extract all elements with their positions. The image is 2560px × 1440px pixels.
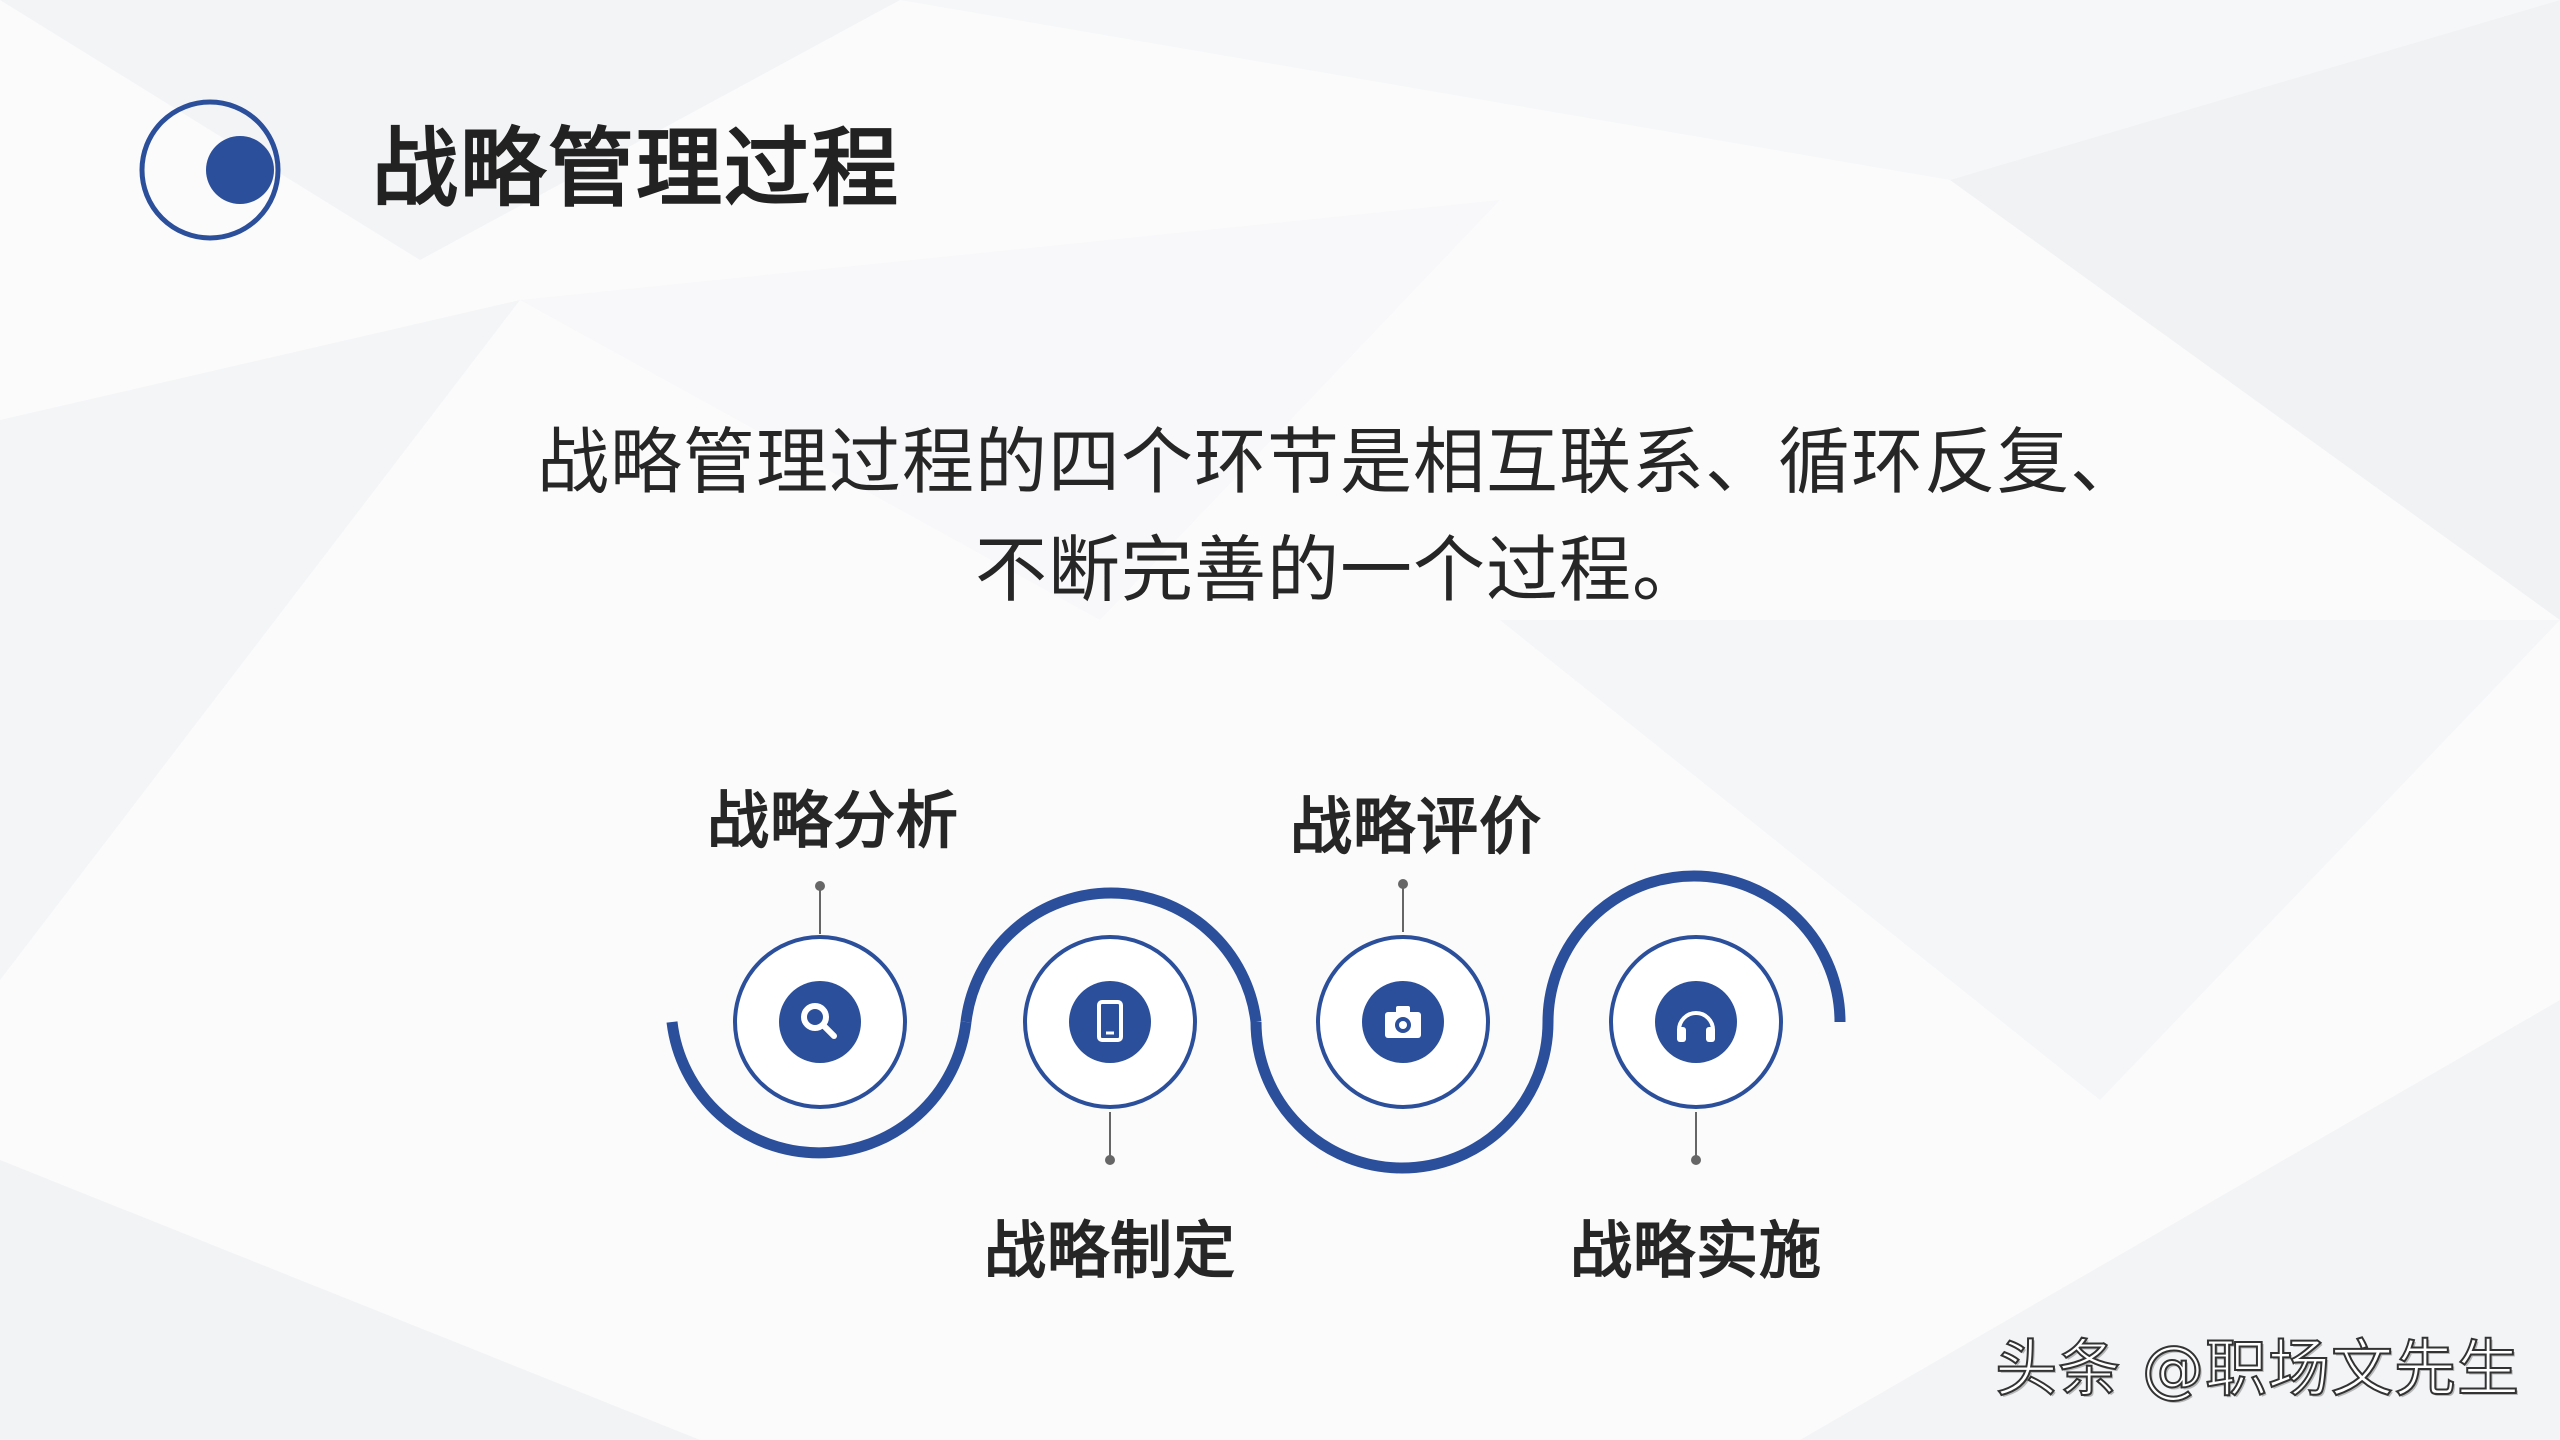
connector-1 bbox=[815, 881, 825, 934]
stage-node-2 bbox=[1023, 935, 1197, 1109]
watermark: 头条 @职场文先生 bbox=[1994, 1331, 2520, 1406]
page-title: 战略管理过程 bbox=[372, 119, 900, 219]
stage-label-analysis: 战略分析 bbox=[706, 784, 959, 857]
arc-2 bbox=[960, 887, 1262, 1023]
description-line-1: 战略管理过程的四个环节是相互联系、循环反复、 bbox=[536, 420, 2143, 504]
mobile-phone-icon bbox=[1097, 1000, 1123, 1042]
stage-node-1 bbox=[733, 935, 907, 1109]
stage-label-evaluation: 战略评价 bbox=[1289, 790, 1542, 863]
title-circle-icon bbox=[139, 99, 281, 241]
connector-4 bbox=[1691, 1112, 1701, 1165]
camera-icon bbox=[1385, 1006, 1421, 1038]
arc-1 bbox=[666, 1021, 972, 1159]
stage-label-implementation: 战略实施 bbox=[1569, 1214, 1822, 1287]
stage-label-formulation: 战略制定 bbox=[983, 1214, 1236, 1287]
search-icon bbox=[801, 1003, 837, 1039]
connector-2 bbox=[1105, 1112, 1115, 1165]
arc-4 bbox=[1542, 870, 1846, 1023]
headphones-icon bbox=[1677, 1011, 1715, 1042]
stage-node-3 bbox=[1316, 935, 1490, 1109]
description: 战略管理过程的四个环节是相互联系、循环反复、 不断完善的一个过程。 bbox=[520, 408, 2160, 624]
connector-3 bbox=[1398, 879, 1408, 932]
stage-node-4 bbox=[1609, 935, 1783, 1109]
description-line-2: 不断完善的一个过程。 bbox=[974, 528, 1705, 612]
arc-3 bbox=[1250, 1021, 1554, 1174]
